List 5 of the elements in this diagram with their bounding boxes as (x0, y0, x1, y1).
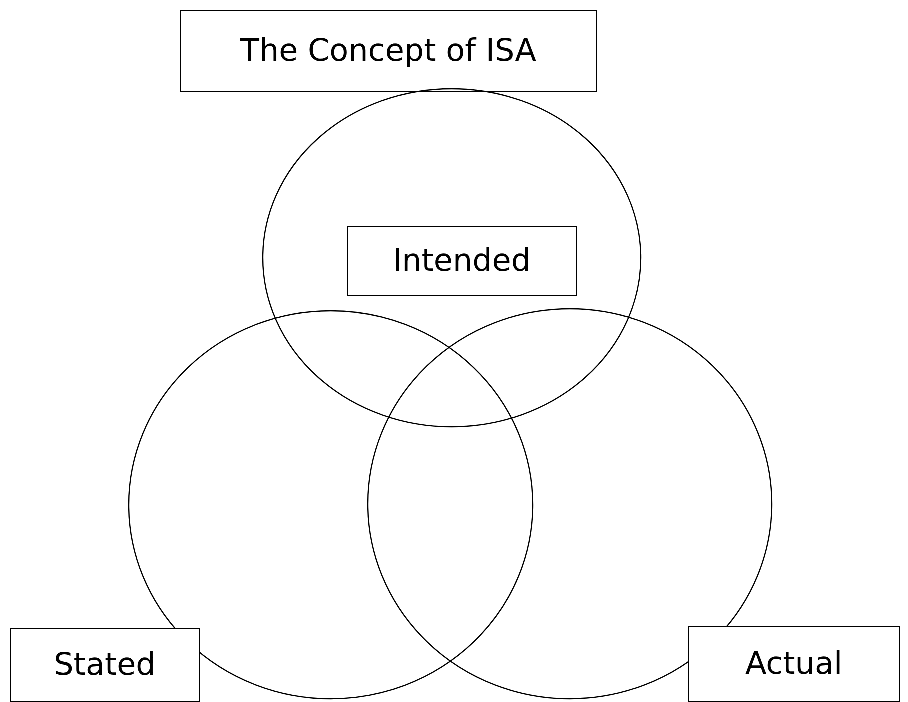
venn-circle (262, 88, 642, 428)
label-box: Stated (10, 628, 200, 702)
label-box: Intended (347, 226, 577, 296)
title: The Concept of ISA (180, 10, 597, 92)
label-box: Actual (688, 626, 900, 702)
